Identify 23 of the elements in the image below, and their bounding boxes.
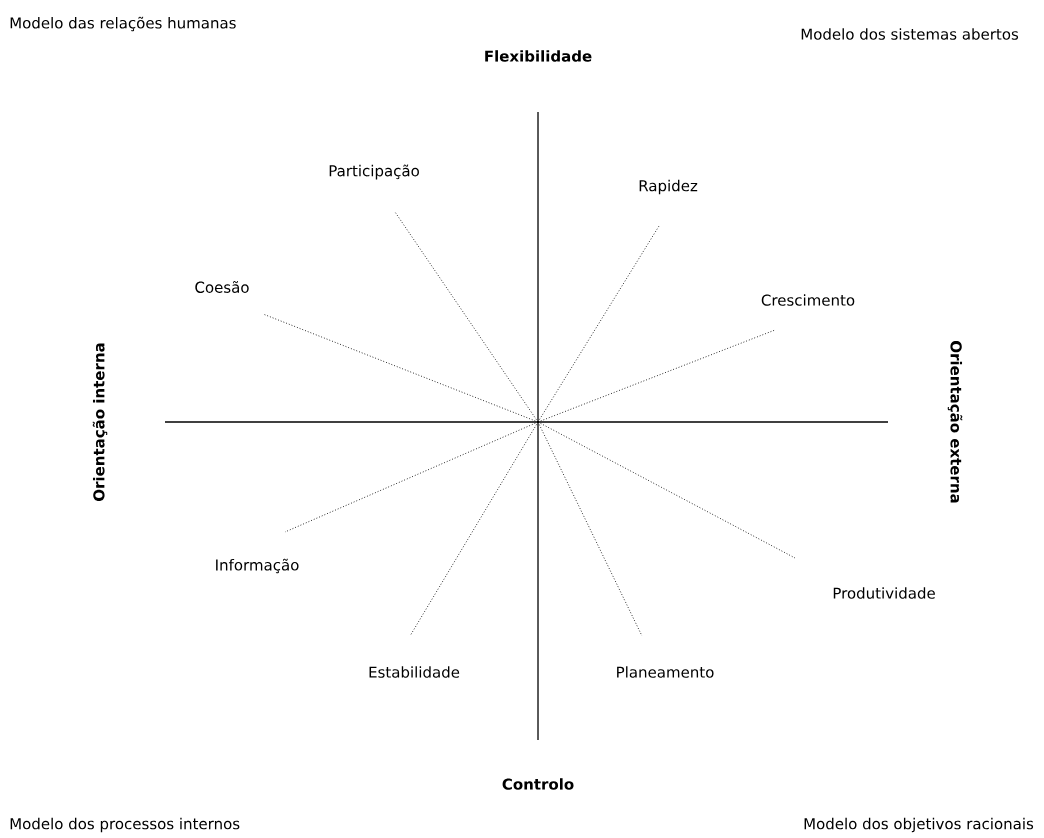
spoke-label: Coesão	[195, 281, 249, 293]
spoke-label: Rapidez	[639, 179, 698, 195]
axis-label: Orientação interna	[92, 343, 108, 501]
axis-label: Orientação externa	[947, 341, 963, 503]
dotted-line	[409, 421, 539, 637]
spoke-label: Planeamento	[617, 666, 714, 678]
quadrant-label: Modelo dos sistemas abertos	[801, 28, 1019, 40]
spoke-label: Informação	[216, 558, 299, 574]
dotted-line	[284, 421, 539, 533]
spoke-label: Estabilidade	[369, 666, 460, 678]
dotted-line	[537, 421, 796, 559]
dotted-line	[537, 329, 776, 423]
axis-label: Controlo	[502, 778, 574, 790]
spoke-label: Participação	[329, 164, 419, 180]
quadrant-label: Modelo dos processos internos	[10, 817, 240, 833]
spoke-label: Produtividade	[833, 587, 935, 599]
axis-label: Flexibilidade	[485, 50, 592, 62]
spoke-label: Crescimento	[761, 294, 855, 306]
dotted-line	[537, 225, 660, 423]
quadrant-label: Modelo dos objetivos racionais	[804, 817, 1034, 833]
dotted-line	[537, 421, 643, 637]
quadrant-label: Modelo das relações humanas	[10, 16, 236, 32]
dotted-line	[394, 211, 539, 423]
